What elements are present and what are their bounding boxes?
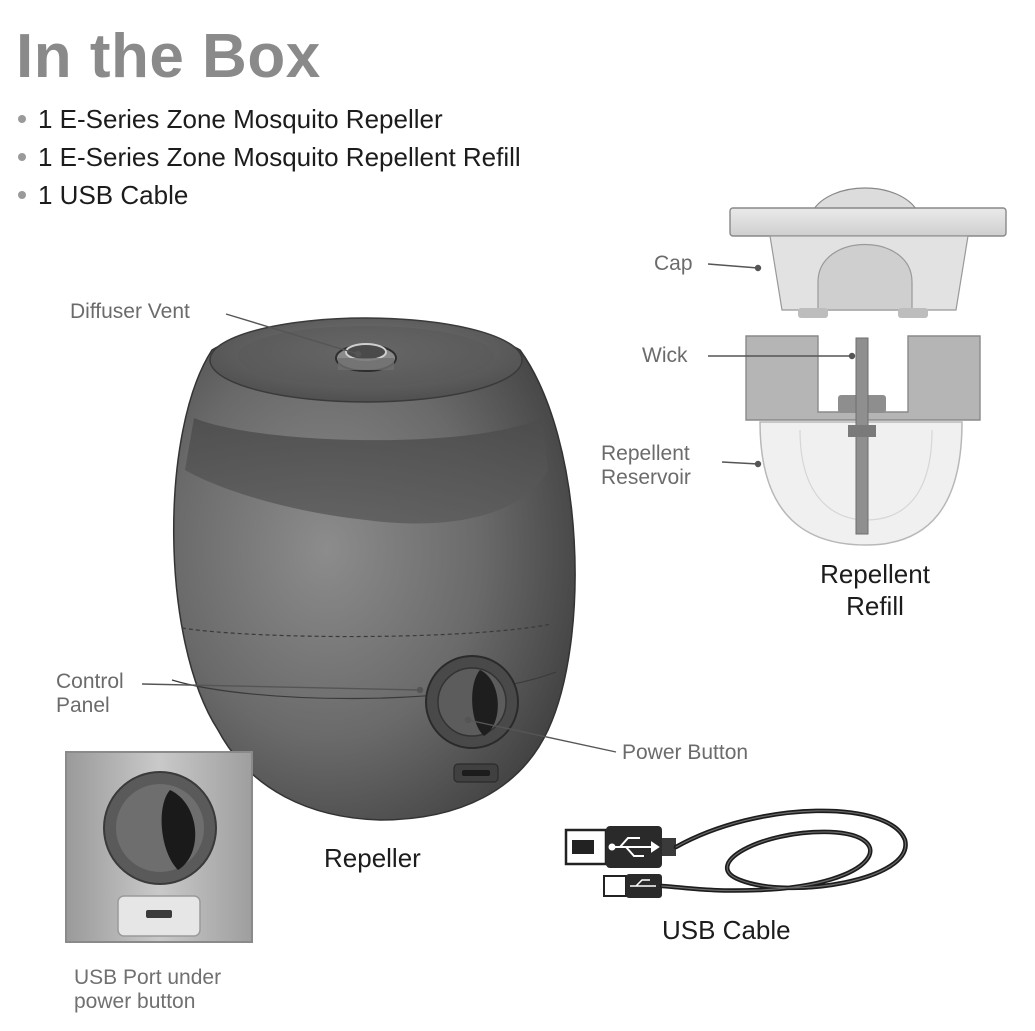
bullet-icon bbox=[18, 115, 26, 123]
bullet-icon bbox=[18, 153, 26, 161]
usb-port-thumbnail bbox=[65, 751, 253, 943]
usb-symbol-icon bbox=[608, 837, 660, 857]
repeller-illustration bbox=[171, 317, 576, 821]
refill-reservoir-illustration bbox=[745, 335, 981, 546]
bullet-icon bbox=[18, 191, 26, 199]
reservoir-label: Repellent Reservoir bbox=[601, 442, 691, 489]
diffuser-vent-label: Diffuser Vent bbox=[70, 300, 190, 323]
list-item: 1 E-Series Zone Mosquito Repeller bbox=[18, 100, 521, 138]
wick-label: Wick bbox=[642, 344, 688, 367]
usb-port-label: USB Port under power button bbox=[74, 966, 222, 1013]
list-item: 1 E-Series Zone Mosquito Repellent Refil… bbox=[18, 138, 521, 176]
control-panel-label: Control Panel bbox=[56, 670, 124, 717]
cap-label: Cap bbox=[654, 252, 693, 275]
usb-cable-illustration bbox=[564, 808, 908, 898]
usb-cable-caption: USB Cable bbox=[662, 915, 791, 945]
page-title: In the Box bbox=[16, 22, 321, 91]
in-the-box-list: 1 E-Series Zone Mosquito Repeller 1 E-Se… bbox=[18, 100, 521, 214]
repeller-caption: Repeller bbox=[324, 843, 421, 873]
callout-leaders bbox=[141, 263, 856, 753]
refill-cap-illustration bbox=[729, 187, 1007, 318]
refill-caption: Repellent Refill bbox=[820, 559, 930, 621]
power-button-label: Power Button bbox=[622, 741, 749, 764]
list-item: 1 USB Cable bbox=[18, 176, 521, 214]
